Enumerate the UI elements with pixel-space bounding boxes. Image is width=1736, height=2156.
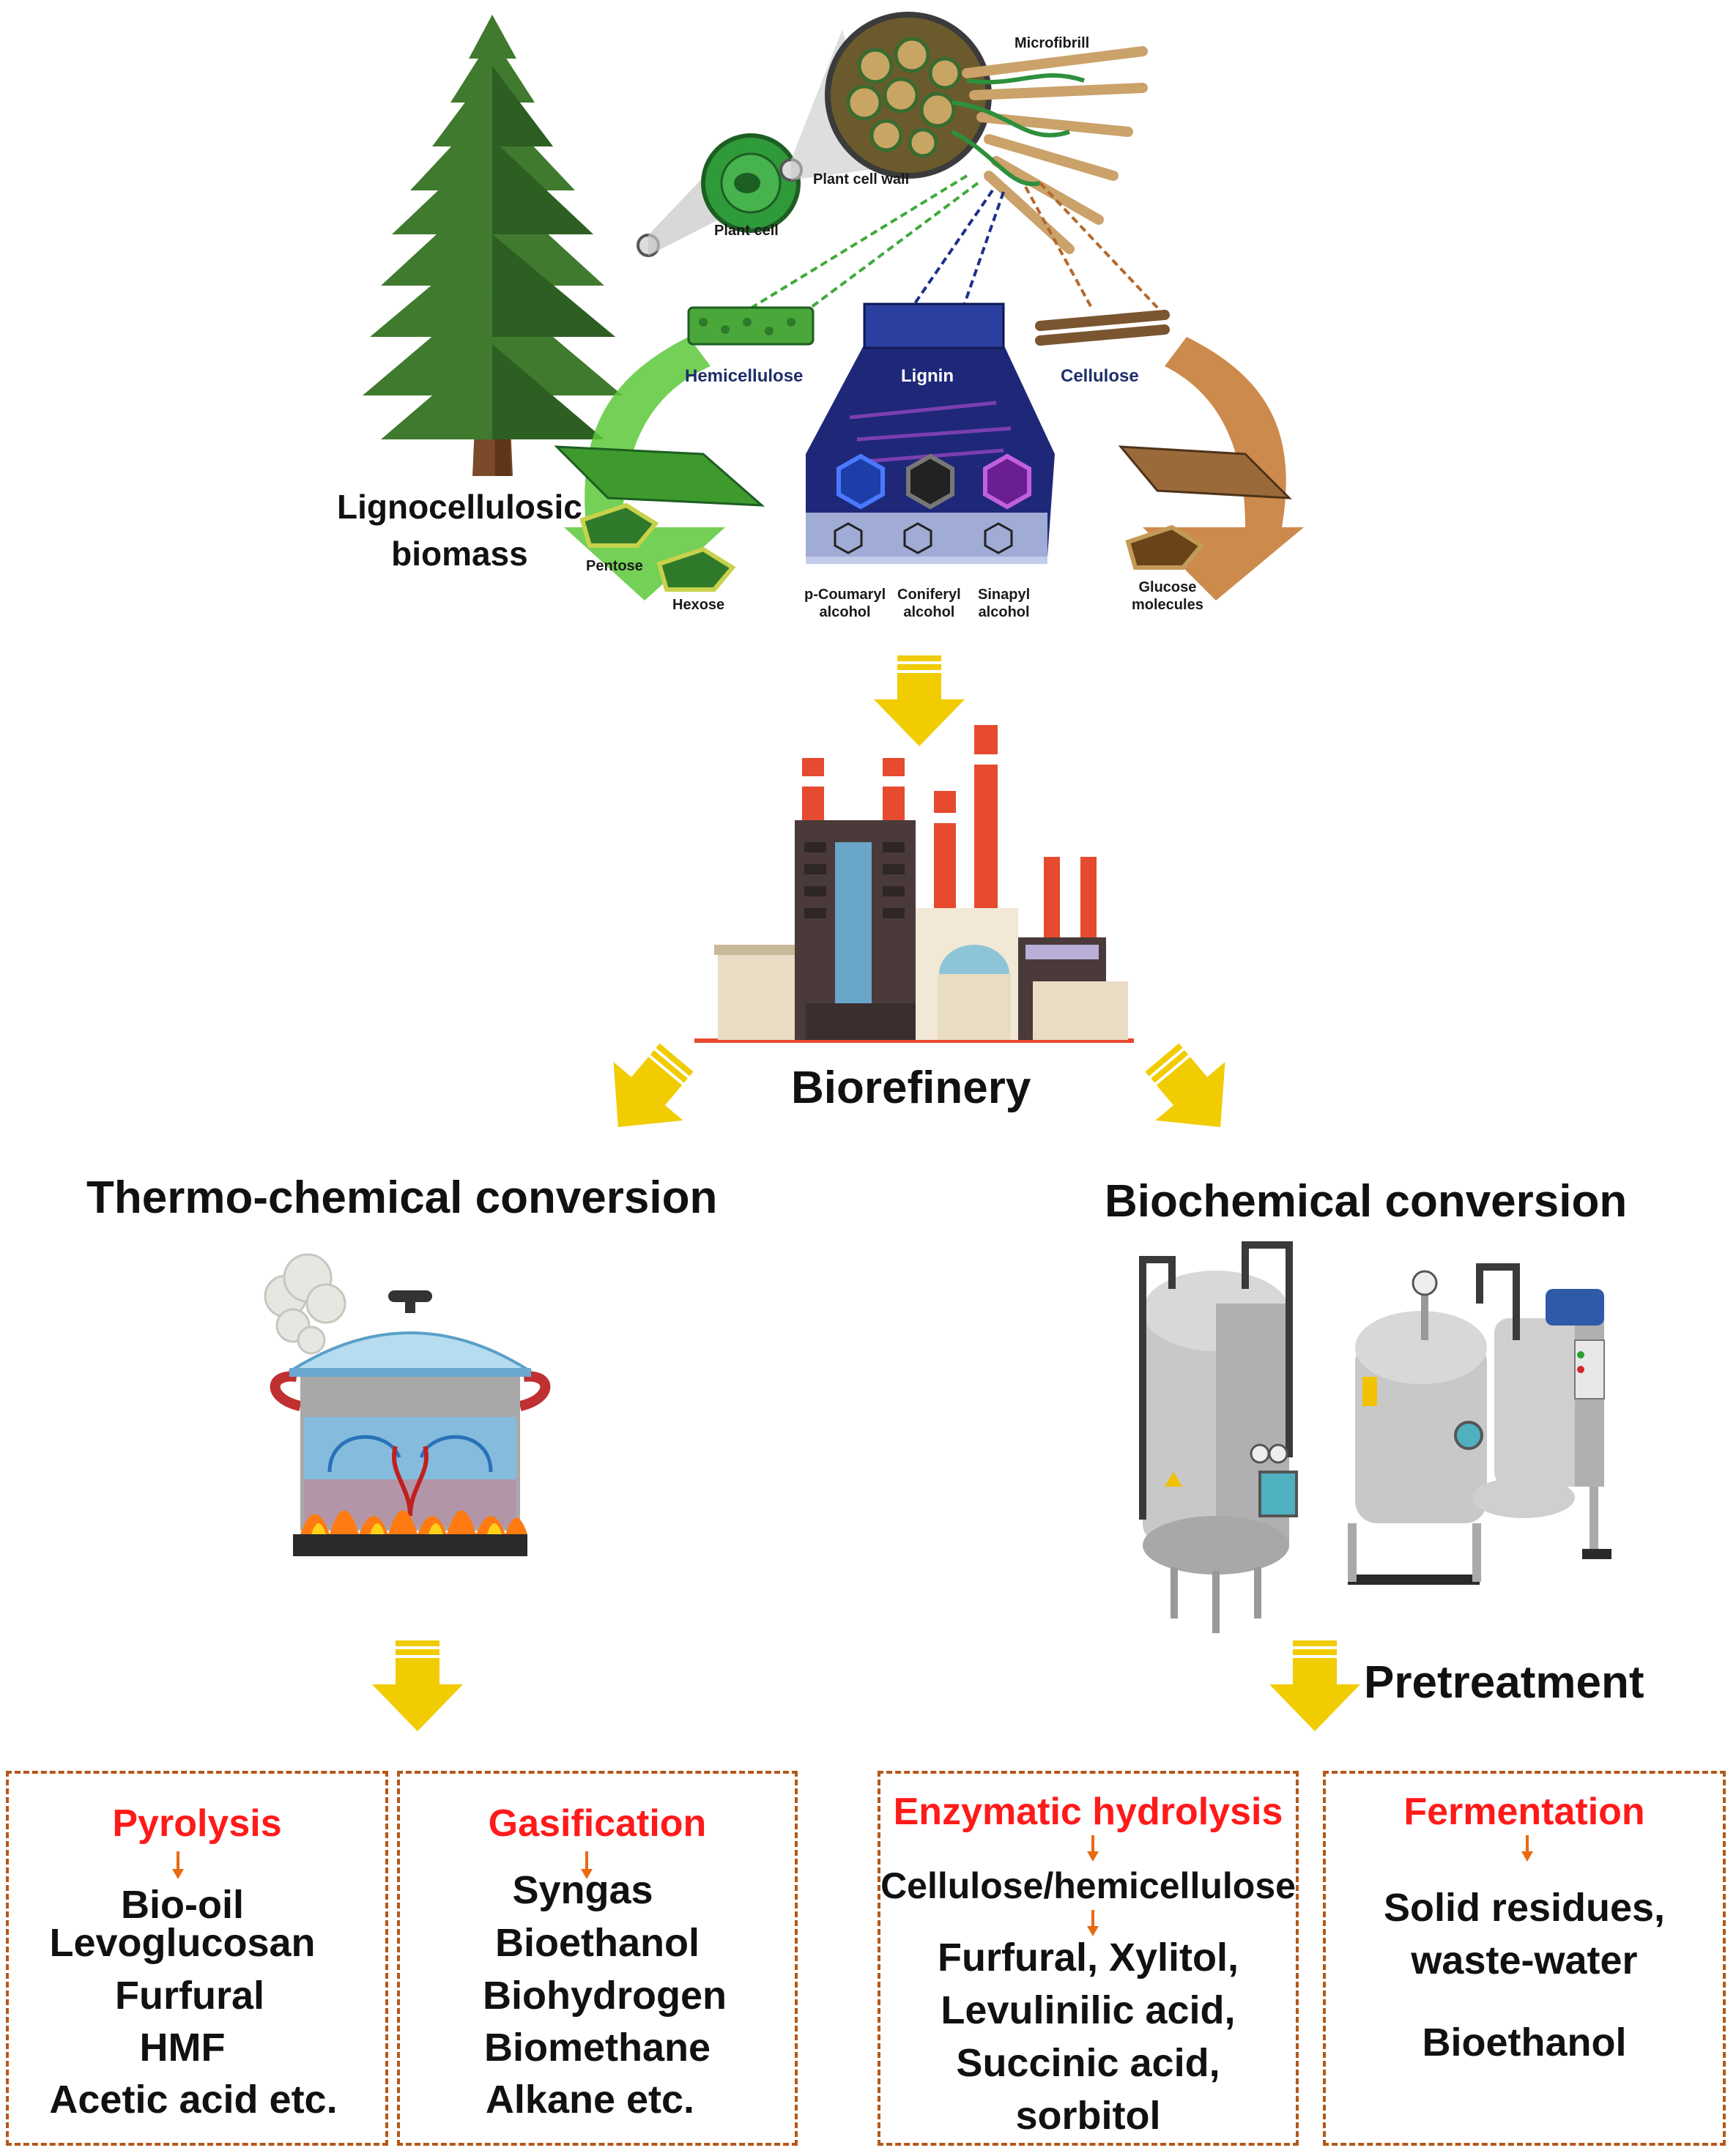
gasification-product-syngas: Syngas [512, 1868, 653, 1912]
pyrolysis-product-bio-oil: Bio-oil [121, 1883, 244, 1927]
microfibrill-label: Microfibrill [1014, 35, 1090, 51]
p-coumaryl-alcohol-label: p-Coumaryl alcohol [804, 587, 886, 620]
coniferyl-alcohol-label: Coniferyl alcohol [897, 587, 961, 620]
pyrolysis-mini-arrow [172, 1851, 184, 1879]
hexose-label: Hexose [672, 597, 725, 613]
biochemical-conversion-label: Biochemical conversion [1105, 1176, 1628, 1227]
gasification-product-biohydrogen: Biohydrogen [483, 1974, 727, 2018]
gasification-product-biomethane: Biomethane [483, 2026, 711, 2070]
glucose-molecules-label: Glucose molecules [1132, 579, 1203, 613]
pyrolysis-product-acetic-acid: Acetic acid etc. [49, 2078, 338, 2122]
fermentation-product-bioethanol: Bioethanol [1422, 2021, 1627, 2064]
pyrolysis-title: Pyrolysis [112, 1802, 282, 1845]
pyrolysis-product-hmf: HMF [139, 2026, 226, 2070]
gasification-mini-arrow [581, 1851, 593, 1879]
pentose-label: Pentose [586, 558, 643, 574]
pyrolysis-box: Pyrolysis Bio-oil Levoglucosan Furfural … [6, 1771, 388, 2146]
biorefinery-label: Biorefinery [791, 1063, 1031, 1113]
gasification-product-alkane: Alkane etc. [485, 2078, 695, 2122]
sinapyl-alcohol-label: Sinapyl alcohol [978, 587, 1031, 620]
fermentation-box: Fermentation Solid residues, waste-water… [1323, 1771, 1726, 2146]
gasification-title: Gasification [488, 1802, 707, 1845]
enzymatic-product-levulinilic-acid: Levulinilic acid, [941, 1988, 1236, 2032]
pyrolysis-product-furfural: Furfural [114, 1974, 264, 2018]
enzymatic-mini-arrow-2 [1087, 1910, 1099, 1936]
cellulose-label: Cellulose [1061, 366, 1139, 386]
plant-cell-label: Plant cell [714, 223, 779, 239]
pyrolysis-product-levoglucosan: Levoglucosan [49, 1921, 316, 1965]
fermentation-product-waste-water: waste-water [1411, 1938, 1638, 1982]
enzymatic-hydrolysis-box: Enzymatic hydrolysis Cellulose/hemicellu… [878, 1771, 1299, 2146]
fermentation-product-solid-residues: Solid residues, [1383, 1886, 1666, 1930]
hemicellulose-label: Hemicellulose [685, 366, 804, 386]
lignin-label: Lignin [901, 366, 954, 386]
enzymatic-product-sorbitol: sorbitol [1015, 2094, 1161, 2138]
thermo-chemical-conversion-label: Thermo-chemical conversion [86, 1172, 718, 1223]
fermentation-title: Fermentation [1403, 1791, 1645, 1833]
enzymatic-product-succinic-acid: Succinic acid, [956, 2041, 1220, 2085]
gasification-product-bioethanol: Bioethanol [495, 1921, 700, 1965]
fermentation-mini-arrow [1521, 1835, 1533, 1862]
enzymatic-product-furfural-xylitol: Furfural, Xylitol, [937, 1936, 1239, 1980]
lignocellulosic-biomass-label: Lignocellulosic biomass [337, 488, 582, 573]
enzymatic-hydrolysis-title: Enzymatic hydrolysis [893, 1791, 1283, 1833]
enzymatic-mini-arrow-1 [1087, 1835, 1099, 1862]
pretreatment-label: Pretreatment [1364, 1657, 1644, 1708]
enzymatic-intermediate: Cellulose/hemicellulose [880, 1865, 1296, 1906]
plant-cell-wall-label: Plant cell wall [813, 171, 910, 187]
gasification-box: Gasification Syngas Bioethanol Biohydrog… [397, 1771, 798, 2146]
